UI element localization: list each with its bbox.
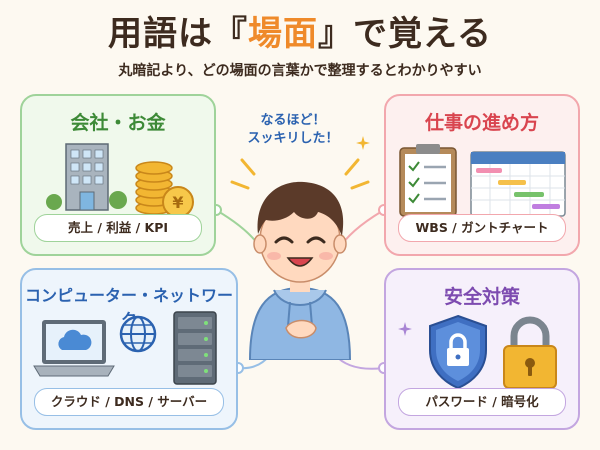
card-network-terms: クラウド / DNS / サーバー [34,388,224,416]
sparkle-icon [356,136,370,150]
page-subtitle: 丸暗記より、どの場面の言葉かで整理するとわかりやすい [118,63,482,79]
title-suffix: 』で覚える [318,14,492,54]
coins-icon: ¥ [135,161,194,218]
server-rack-icon [173,311,217,385]
checklist-clipboard-icon [399,144,457,217]
speech-line-1: なるほど！ [260,113,326,128]
padlock-icon [503,316,557,389]
card-money-title: 会社・お金 [70,112,166,134]
laptop-cloud-icon [33,320,115,377]
title-highlight: 場面 [248,14,318,54]
speech-line-2: スッキリした！ [247,131,339,146]
page-title: 用語は『場面』で覚える [0,6,600,55]
building-icon [46,143,127,211]
card-money-terms: 売上 / 利益 / KPI [34,214,202,242]
card-money: 会社・お金 ¥ 売上 / 利益 / KPI [20,94,216,256]
sparkle-icon [398,322,412,336]
svg-text:¥: ¥ [172,193,183,212]
speech-bubble: なるほど！ スッキリした！ [218,112,368,148]
card-work-title: 仕事の進め方 [424,112,539,134]
title-prefix: 用語は『 [108,14,248,54]
card-security-terms: パスワード / 暗号化 [398,388,566,416]
card-work-terms: WBS / ガントチャート [398,214,566,242]
boy-character-illustration [230,158,370,360]
globe-icon [119,315,157,353]
gantt-calendar-icon [470,151,566,217]
shield-lock-icon [429,314,487,390]
card-security: 安全対策 パスワード / 暗号化 [384,268,580,430]
card-security-title: 安全対策 [443,286,520,308]
card-work: 仕事の進め方 WBS / ガントチャート [384,94,580,256]
